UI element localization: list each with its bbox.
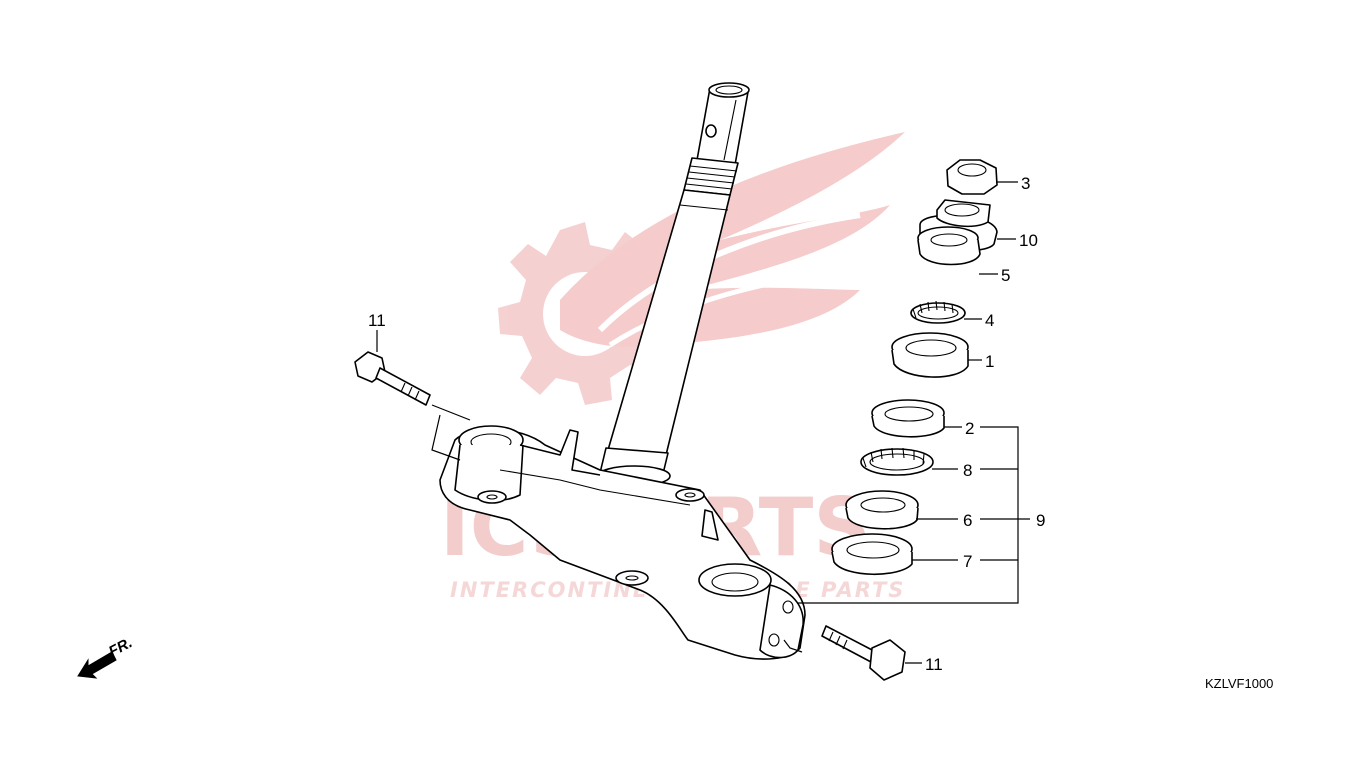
callout-11-left: 11 xyxy=(368,311,386,330)
bottom-bridge xyxy=(439,425,806,660)
callout-5: 5 xyxy=(1001,266,1010,285)
upper-bearing-cone xyxy=(917,226,981,266)
lower-ball-retainer xyxy=(860,447,934,476)
lower-bearing-race xyxy=(871,399,945,438)
callout-6: 6 xyxy=(963,511,972,530)
callout-numbers: 3 10 5 4 1 2 8 6 7 9 11 11 xyxy=(368,174,1045,674)
callout-8: 8 xyxy=(963,461,972,480)
callout-7: 7 xyxy=(963,552,972,571)
dust-seal xyxy=(831,533,913,576)
callout-10: 10 xyxy=(1019,231,1038,250)
diagram-code: KZLVF1000 xyxy=(1205,676,1273,691)
lower-bearing-cone xyxy=(845,490,919,530)
callout-2: 2 xyxy=(965,419,974,438)
upper-bearing-race xyxy=(891,332,969,378)
leader-lines xyxy=(376,181,1030,664)
left-flange-bolt xyxy=(354,351,471,461)
callout-1: 1 xyxy=(985,352,994,371)
right-flange-bolt xyxy=(783,625,906,681)
steering-stem-shaft xyxy=(597,82,750,487)
front-arrow-icon xyxy=(77,651,117,679)
callout-4: 4 xyxy=(985,311,994,330)
callout-11-right: 11 xyxy=(925,655,943,674)
callout-9: 9 xyxy=(1036,511,1045,530)
front-direction-indicator: FR. xyxy=(77,634,135,679)
steel-ball-retainer-upper xyxy=(910,300,966,324)
callout-3: 3 xyxy=(1021,174,1030,193)
lock-nut xyxy=(946,159,998,195)
